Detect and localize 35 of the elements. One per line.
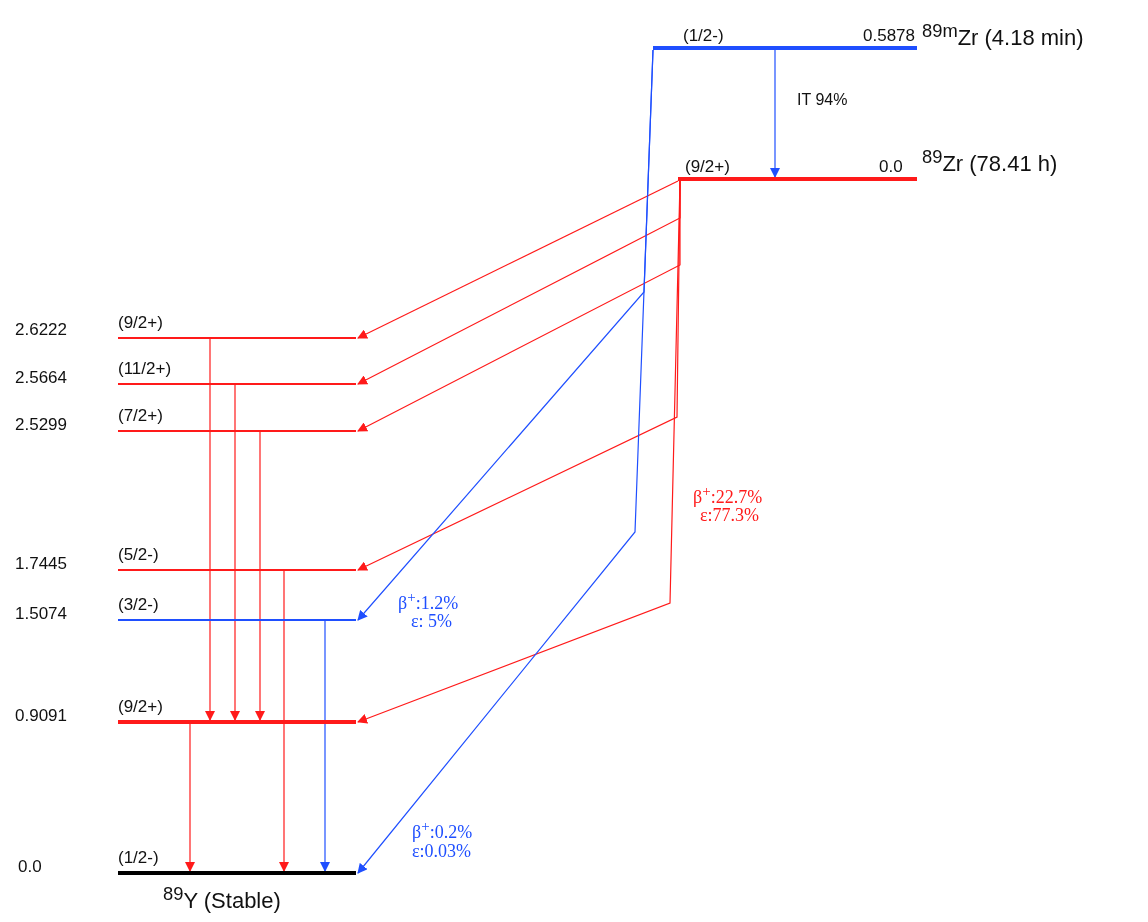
arrow: [357, 180, 681, 724]
branching-ratio-label: β$^{+}$:0.2%: [412, 817, 473, 843]
spin-parity-label: (11/2+): [118, 359, 172, 379]
spin-parity-label: (9/2+): [118, 313, 163, 333]
spin-parity-label: (9/2+): [118, 697, 163, 717]
spin-parity-label: (9/2+): [685, 157, 730, 177]
energy-value: 0.9091: [15, 706, 67, 726]
spin-parity-label: (1/2-): [118, 848, 159, 868]
energy-value: 0.5878: [863, 26, 915, 46]
energy-value: 2.6222: [15, 320, 67, 340]
branching-ratio-label: ε:77.3%: [700, 505, 760, 526]
arrow: [320, 620, 330, 872]
branching-ratio-label: ε:0.03%: [412, 841, 472, 862]
arrow: [205, 338, 215, 721]
branching-ratio-label: β$^{+}$:22.7%: [693, 482, 763, 508]
spin-parity-label: (7/2+): [118, 406, 163, 426]
nuclide-label: $^{89}$Zr (78.41 h): [922, 145, 1058, 178]
arrow: [357, 180, 679, 339]
energy-value: 0.0: [879, 157, 903, 177]
spin-parity-label: (5/2-): [118, 545, 159, 565]
arrow: [770, 49, 780, 178]
energy-value: 2.5299: [15, 415, 67, 435]
nuclide-label: $^{89}$Y (Stable): [163, 882, 281, 915]
arrow: [230, 384, 240, 721]
spin-parity-label: (3/2-): [118, 595, 159, 615]
energy-value: 1.5074: [15, 604, 67, 624]
arrow: [185, 723, 195, 872]
arrow: [255, 431, 265, 721]
energy-value: 1.7445: [15, 554, 67, 574]
arrow: [279, 570, 289, 872]
nuclide-label: $^{89m}$Zr (4.18 min): [922, 19, 1084, 52]
energy-value: 2.5664: [15, 368, 67, 388]
energy-value: 0.0: [18, 857, 42, 877]
arrow: [357, 49, 654, 874]
spin-parity-label: (1/2-): [683, 26, 724, 46]
